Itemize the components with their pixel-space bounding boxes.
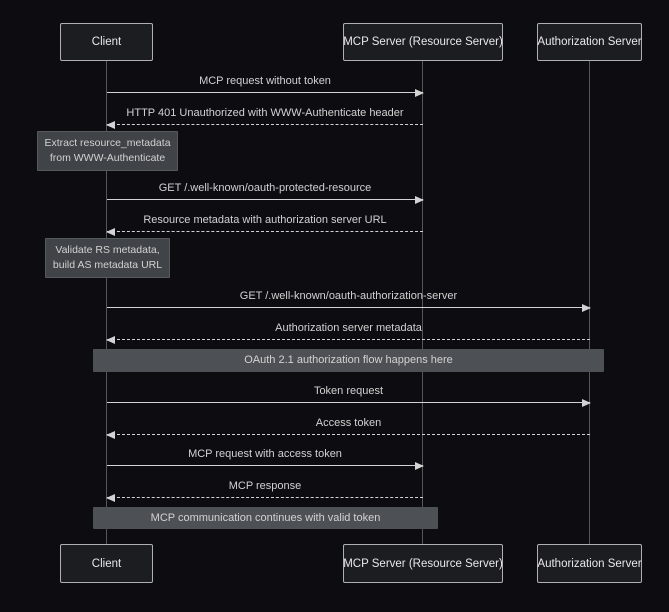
message-arrow-right: [107, 303, 591, 312]
message-arrow-left: [106, 493, 423, 502]
actor-mcp-server-bottom: MCP Server (Resource Server): [343, 544, 503, 583]
actor-mcp-server-label: MCP Server (Resource Server): [343, 557, 503, 570]
note-line-2: build AS metadata URL: [52, 259, 163, 271]
message-arrow-right: [107, 88, 424, 97]
note-line-1: Validate RS metadata,: [55, 244, 160, 256]
actor-client-top: Client: [60, 23, 153, 61]
actor-mcp-server-label: MCP Server (Resource Server): [343, 36, 503, 48]
message-label: Authorization server metadata: [275, 322, 422, 334]
message-label: Resource metadata with authorization ser…: [143, 214, 387, 226]
message-label: MCP response: [228, 480, 302, 492]
message-get-oauth-authorization-server: GET /.well-known/oauth-authorization-ser…: [107, 290, 591, 312]
message-arrow-right: [107, 398, 591, 407]
message-mcp-request-with-token: MCP request with access token: [107, 448, 424, 470]
message-label: GET /.well-known/oauth-protected-resourc…: [158, 182, 372, 194]
message-label: Token request: [313, 385, 384, 397]
lifeline-auth-server: [589, 61, 590, 544]
message-authorization-server-metadata: Authorization server metadata: [106, 322, 590, 344]
lifeline-client: [106, 61, 107, 544]
message-label: GET /.well-known/oauth-authorization-ser…: [239, 290, 458, 302]
actor-client-label: Client: [91, 36, 122, 48]
note-extract-resource-metadata: Extract resource_metadata from WWW-Authe…: [37, 131, 178, 171]
note-mcp-communication-continues: MCP communication continues with valid t…: [93, 507, 438, 529]
actor-client-bottom: Client: [60, 544, 153, 583]
message-arrow-right: [107, 461, 424, 470]
message-arrow-right: [107, 195, 424, 204]
message-arrow-left: [106, 227, 423, 236]
note-line-2: from WWW-Authenticate: [49, 152, 166, 164]
note-text: MCP communication continues with valid t…: [150, 511, 381, 524]
actor-auth-server-top: Authorization Server: [537, 23, 642, 61]
message-resource-metadata: Resource metadata with authorization ser…: [106, 214, 423, 236]
note-validate-rs-metadata: Validate RS metadata, build AS metadata …: [45, 238, 170, 278]
message-arrow-left: [106, 120, 423, 129]
actor-auth-server-label: Authorization Server: [537, 36, 642, 48]
note-line-1: Extract resource_metadata: [44, 137, 171, 149]
message-label: Access token: [315, 417, 382, 429]
message-mcp-response: MCP response: [106, 480, 423, 502]
message-label: MCP request without token: [199, 75, 331, 87]
message-arrow-left: [106, 335, 590, 344]
actor-auth-server-bottom: Authorization Server: [537, 544, 642, 583]
message-arrow-left: [106, 430, 590, 439]
note-oauth-flow: OAuth 2.1 authorization flow happens her…: [93, 349, 604, 372]
message-mcp-request-without-token: MCP request without token: [107, 75, 424, 97]
note-text: OAuth 2.1 authorization flow happens her…: [244, 354, 453, 366]
message-access-token: Access token: [106, 417, 590, 439]
actor-auth-server-label: Authorization Server: [537, 557, 642, 570]
actor-mcp-server-top: MCP Server (Resource Server): [343, 23, 503, 61]
message-get-oauth-protected-resource: GET /.well-known/oauth-protected-resourc…: [107, 182, 424, 204]
message-label: MCP request with access token: [188, 448, 342, 460]
lifeline-mcp-server: [422, 61, 423, 544]
message-label: HTTP 401 Unauthorized with WWW-Authentic…: [126, 107, 404, 119]
actor-client-label: Client: [91, 557, 122, 570]
message-token-request: Token request: [107, 385, 591, 407]
message-http-401: HTTP 401 Unauthorized with WWW-Authentic…: [106, 107, 423, 129]
